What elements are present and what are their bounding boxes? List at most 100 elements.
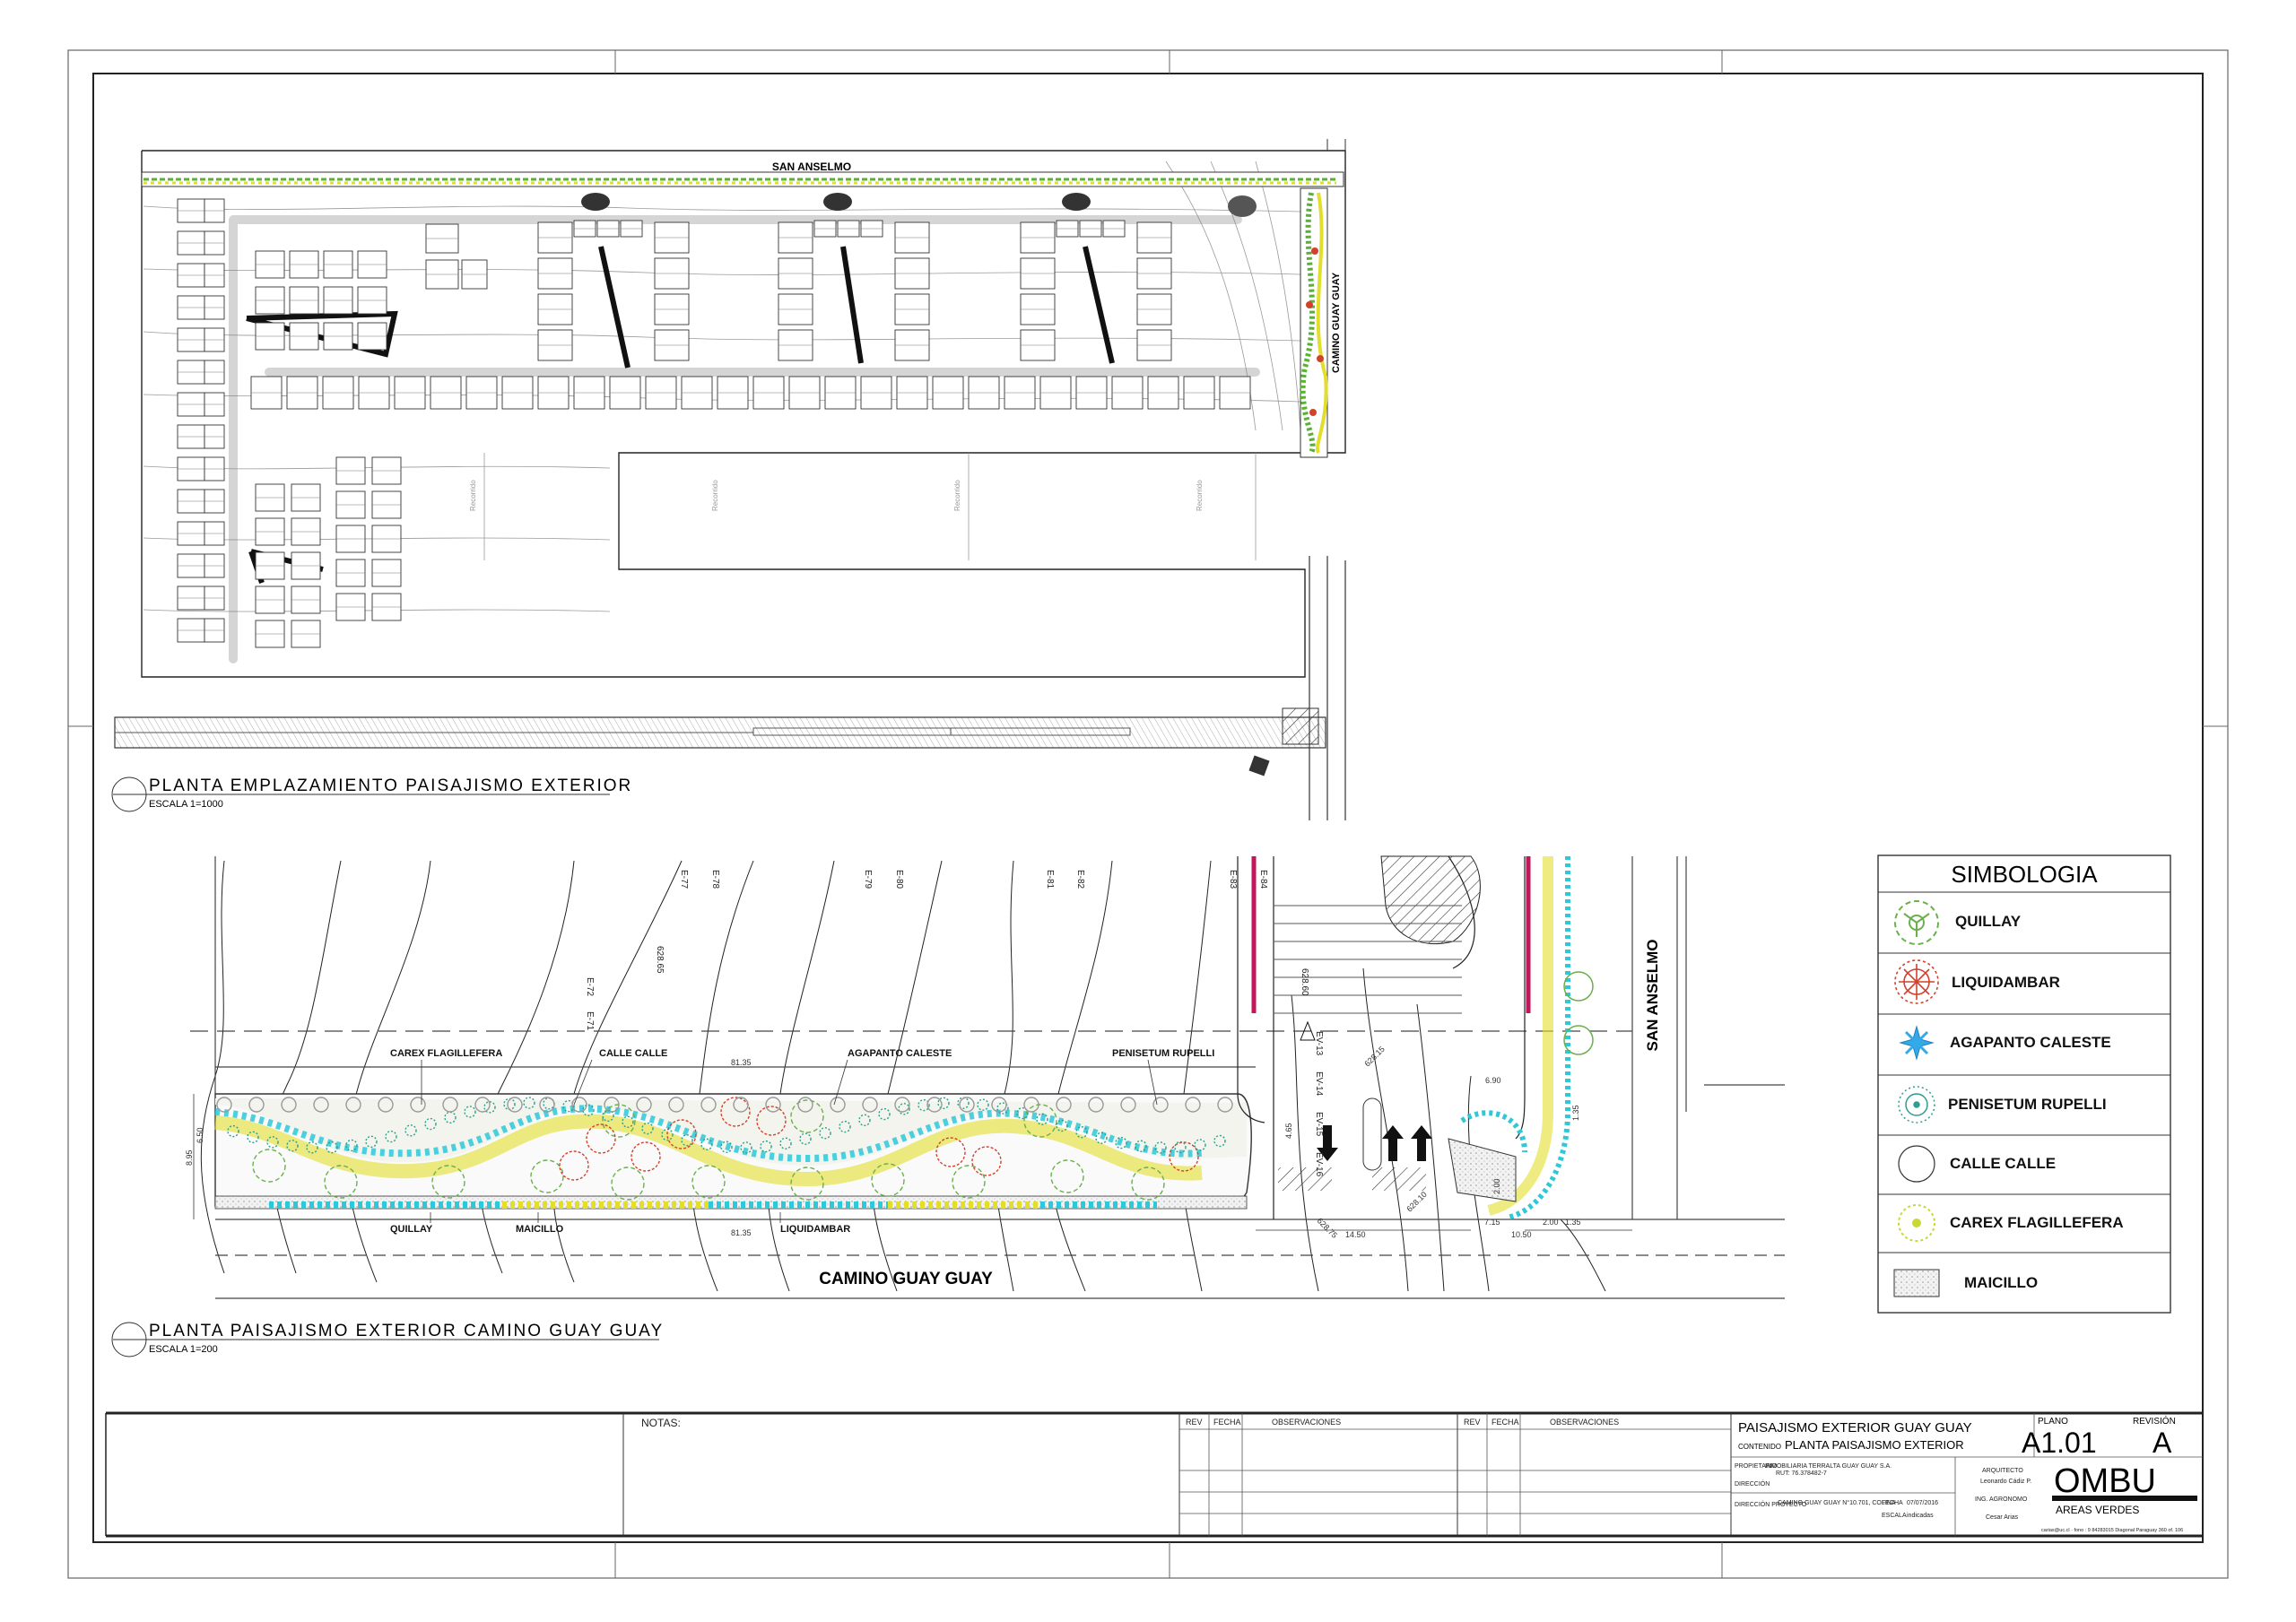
calle-calle-icon [1898, 1145, 1935, 1183]
tree-symbol [977, 1098, 989, 1111]
sheet-outer-border [67, 49, 2229, 1579]
tree-symbol [898, 1103, 910, 1115]
svg-text:628.60: 628.60 [1300, 968, 1309, 996]
svg-text:E-83: E-83 [1228, 870, 1238, 889]
tree-symbol [799, 1132, 812, 1145]
svg-text:E-78: E-78 [710, 870, 720, 889]
tree-symbol [926, 1097, 943, 1113]
tree-symbol [474, 1097, 491, 1113]
svg-text:CONTENIDO: CONTENIDO [1738, 1443, 1781, 1451]
lot-annotations: Recorrido Recorrido Recorrido Recorrido [469, 480, 1204, 511]
detail-plan-scale: ESCALA 1=200 [149, 1344, 218, 1355]
tree-symbol [539, 1097, 555, 1113]
tree-symbol [247, 1131, 259, 1143]
tree-symbol [878, 1107, 891, 1121]
tree-symbol [424, 1117, 437, 1131]
tree-symbol [1056, 1119, 1068, 1132]
tree-symbol [313, 1097, 329, 1113]
tree-symbol [1016, 1106, 1029, 1120]
crosswalks [1278, 1167, 1426, 1191]
svg-text:EV-15: EV-15 [1314, 1112, 1324, 1137]
detail-dimensions [193, 1094, 1632, 1231]
tree-symbol [602, 1109, 614, 1122]
tree-symbol [559, 1150, 589, 1181]
lot-label: Recorrido [469, 480, 477, 511]
tree-symbol [216, 1097, 232, 1113]
svg-text:ESCALA: ESCALA [1882, 1513, 1907, 1519]
site-plan-scale: ESCALA 1=1000 [149, 799, 223, 810]
tree-symbol [641, 1122, 654, 1135]
tree-symbol [991, 1097, 1007, 1113]
svg-text:Cesar Arias: Cesar Arias [1986, 1514, 2019, 1521]
brand-logo: OMBU [2054, 1462, 2156, 1500]
tree-symbol [636, 1097, 652, 1113]
roundabouts [581, 193, 1257, 217]
lot-label: Recorrido [1196, 480, 1204, 511]
legend-label-penisetum: PENISETUM RUPELLI [1948, 1096, 2107, 1113]
svg-text:OBSERVACIONES: OBSERVACIONES [1550, 1418, 1619, 1427]
lot-label: Recorrido [711, 480, 719, 511]
tree-symbol [871, 1163, 905, 1197]
agapanto-band [214, 1105, 1203, 1163]
svg-text:PLANO: PLANO [2038, 1417, 2068, 1427]
tree-symbol [858, 1114, 871, 1127]
sheet-tick-marks [68, 50, 2228, 1578]
sheet-inner-border [92, 73, 2204, 1543]
plano-value: A1.01 [2022, 1427, 2097, 1459]
tree-symbol [1194, 1139, 1206, 1151]
cross-street-label: SAN ANSELMO [1644, 940, 1661, 1052]
legend-label-liquidambar: LIQUIDAMBAR [1952, 974, 2060, 991]
svg-text:81.35: 81.35 [731, 1228, 752, 1237]
tree-symbol [365, 1135, 378, 1149]
svg-text:E-79: E-79 [863, 870, 873, 889]
tree-symbol [345, 1097, 361, 1113]
svg-text:EV-14: EV-14 [1314, 1071, 1324, 1097]
site-plan-title: PLANTA EMPLAZAMIENTO PAISAJISMO EXTERIOR [149, 776, 632, 795]
svg-text:1.35: 1.35 [1565, 1218, 1581, 1227]
callout-agapanto: AGAPANTO CALESTE [848, 1048, 952, 1059]
tree-symbol [324, 1165, 358, 1199]
tree-symbol [1023, 1097, 1039, 1113]
site-boundary [141, 150, 1346, 678]
tree-symbol [830, 1097, 846, 1113]
tree-symbol [582, 1104, 595, 1116]
tree-symbol [779, 1137, 792, 1149]
tree-symbol [959, 1097, 975, 1113]
svg-text:FECHA: FECHA [1492, 1418, 1519, 1427]
svg-text:REVISIÓN: REVISIÓN [2133, 1415, 2176, 1427]
tree-symbol [1135, 1140, 1147, 1152]
intersection-stripes [1274, 905, 1462, 1014]
tree-symbol [404, 1124, 417, 1137]
svg-text:EV-16: EV-16 [1314, 1152, 1324, 1177]
tree-symbol [661, 1128, 674, 1141]
tree-symbol [326, 1141, 338, 1154]
tree-symbol [1088, 1097, 1104, 1113]
svg-text:4.65: 4.65 [1284, 1123, 1293, 1139]
tree-symbol [790, 1167, 824, 1201]
tree-symbol [1023, 1104, 1057, 1138]
svg-text:E-71: E-71 [585, 1011, 595, 1031]
revision-value: A [2152, 1427, 2172, 1459]
svg-text:628.15: 628.15 [1362, 1045, 1387, 1069]
tree-symbol [700, 1097, 717, 1113]
detail-text: CAREX FLAGILLEFERA CALLE CALLE AGAPANTO … [390, 1048, 1214, 1235]
site-plan: Recorrido Recorrido Recorrido Recorrido … [111, 139, 1346, 820]
tree-symbol [1120, 1097, 1136, 1113]
tree-symbol [691, 1165, 726, 1199]
liquidambar-icon [1894, 959, 1939, 1004]
detail-plan-title: PLANTA PAISAJISMO EXTERIOR CAMINO GUAY G… [149, 1322, 664, 1340]
svg-text:indicadas: indicadas [1907, 1513, 1934, 1519]
callout-penisetum: PENISETUM RUPELLI [1112, 1048, 1214, 1059]
svg-text:E-82: E-82 [1075, 870, 1085, 889]
penisetum-icon [1898, 1086, 1935, 1123]
svg-text:1.35: 1.35 [1571, 1105, 1580, 1121]
svg-text:REV: REV [1464, 1418, 1481, 1427]
legend-label-agapanto: AGAPANTO CALESTE [1950, 1034, 2111, 1051]
svg-text:RUT: 76.378482-7: RUT: 76.378482-7 [1776, 1470, 1827, 1477]
callout-quillay: QUILLAY [390, 1224, 433, 1235]
tree-symbol [507, 1097, 523, 1113]
tree-symbol [1050, 1159, 1084, 1193]
tree-symbol [733, 1097, 749, 1113]
tree-symbol [252, 1149, 286, 1183]
